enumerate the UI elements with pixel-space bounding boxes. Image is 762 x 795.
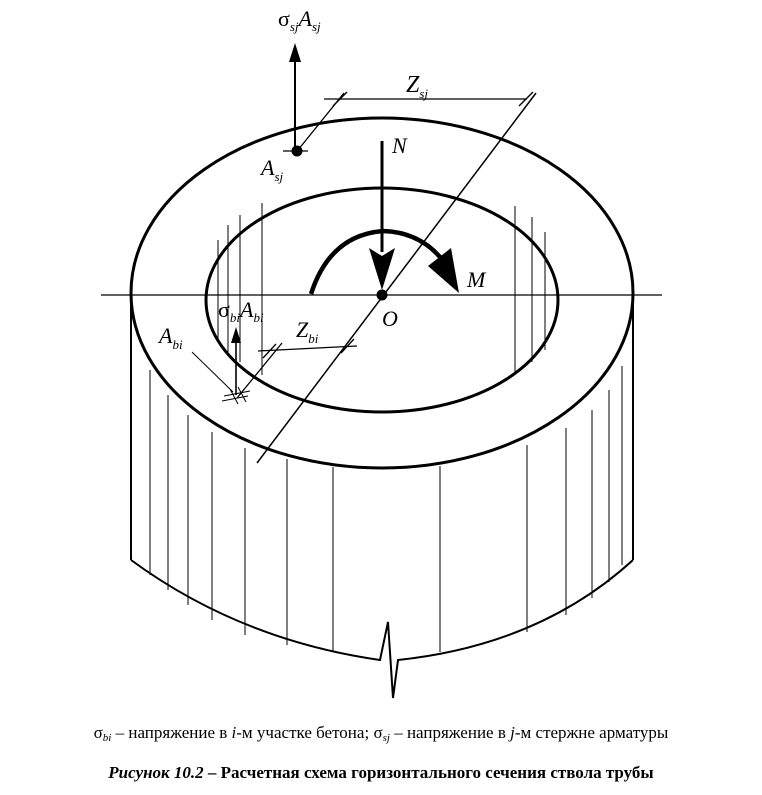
legend-sigma-bi: σ [93, 723, 103, 742]
figure-caption: Рисунок 10.2 – Расчетная схема горизонта… [0, 762, 762, 784]
legend-text-1a: – напряжение в [111, 723, 232, 742]
zbi-dimension [236, 338, 358, 399]
center-point [376, 289, 388, 301]
label-sigma-bi: σ [218, 297, 230, 322]
outer-hatching [149, 366, 623, 652]
zsj-dimension [297, 91, 534, 151]
label-zbi: Zbi [296, 317, 319, 346]
legend-bi-sub: bi [102, 732, 112, 744]
legend-text-2b: -м стержне арматуры [514, 723, 669, 742]
legend-text-2a: – напряжение в [389, 723, 511, 742]
inclined-axis [256, 92, 537, 464]
asj-point [291, 145, 303, 157]
label-n: N [391, 133, 408, 158]
label-o: O [382, 306, 398, 331]
axial-force-arrow [369, 141, 395, 290]
label-m: M [466, 267, 487, 292]
legend-sigma-sj: σ [373, 723, 383, 742]
section-diagram: σsjAsj Zsj Asj N M O σbiAbi Zbi Abi [101, 6, 662, 699]
sigma-bi-arrow [191, 327, 251, 405]
legend-text-1b: -м участке бетона; [236, 723, 374, 742]
caption-dash: – [203, 763, 221, 782]
legend-index-i: i [231, 723, 237, 742]
legend-sj-sub: sj [382, 732, 390, 744]
label-sigma-sj-asj: σsjAsj [278, 6, 321, 34]
label-zsj: Zsj [406, 72, 428, 101]
label-sigma: σ [278, 6, 290, 31]
caption-title: Расчетная схема горизонтального сечения … [220, 763, 654, 782]
label-sigma-bi-abi: σbiAbi [218, 297, 264, 325]
caption-number: Рисунок 10.2 [108, 763, 204, 782]
outer-ellipse [129, 116, 635, 470]
legend-text: σbi – напряжение в i-м участке бетона; σ… [0, 722, 762, 749]
label-asj: Asj [259, 155, 284, 184]
moment-arrow [308, 228, 459, 295]
label-abi: Abi [157, 323, 183, 352]
shaft-outline [130, 293, 634, 699]
legend-index-j: j [510, 723, 515, 742]
sigma-sj-arrow [283, 43, 308, 152]
